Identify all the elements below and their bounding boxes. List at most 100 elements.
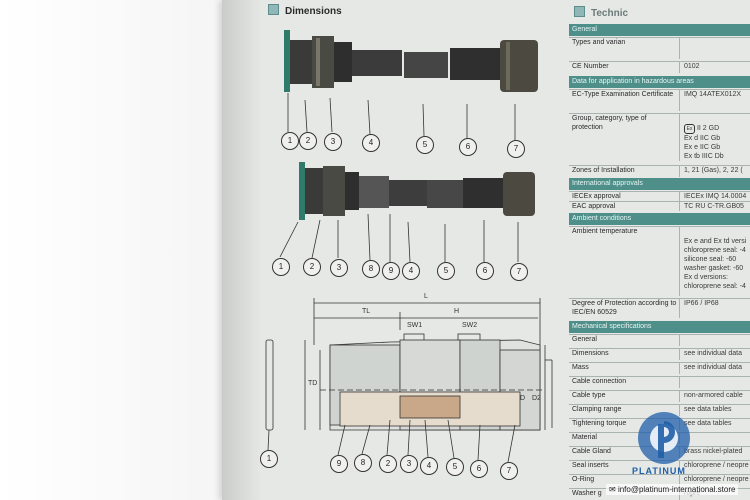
gland-label: Cable Gland [569, 446, 679, 458]
technical-heading: Technic [574, 6, 628, 19]
email-icon: ✉ [609, 485, 616, 494]
group-label: Group, category, type of protection [569, 113, 679, 161]
dim-label-tl: TL [362, 308, 371, 315]
callout-5: 5 [446, 458, 464, 476]
types-label: Types and varian [569, 37, 679, 59]
seal-value: chloroprene / neopre [679, 460, 750, 472]
footer-email[interactable]: ✉ info@platinum-international.store [606, 484, 739, 495]
callout-3: 3 [330, 259, 348, 277]
callout-2: 2 [379, 455, 397, 473]
dim-label-d2: D2 [532, 395, 541, 402]
callout-6: 6 [470, 460, 488, 478]
callout-4: 4 [420, 457, 438, 475]
callout-3: 3 [324, 133, 342, 151]
clamping-value: see data tables [679, 404, 750, 416]
mass-value: see individual data [679, 362, 750, 374]
ex-mark-icon: Ex [684, 124, 695, 134]
dim-label-d: D [520, 395, 526, 402]
cable-gland-photo-2 [299, 162, 535, 220]
callout-4: 4 [362, 134, 380, 152]
technical-section-drawing [265, 298, 553, 431]
protection-label: Degree of Protection according to IEC/EN… [569, 298, 679, 318]
cable-type-label: Cable type [569, 390, 679, 402]
technical-heading-text: Technic [591, 8, 629, 19]
dimensions-label: Dimensions [569, 348, 679, 360]
zones-value: 1, 21 (Gas), 2, 22 ( [679, 165, 750, 177]
callout-1: 1 [281, 132, 299, 150]
callout-8: 8 [354, 454, 372, 472]
dimensions-heading-text: Dimensions [285, 6, 342, 17]
section-hazardous: Data for application in hazardous areas [569, 76, 750, 88]
material-label: Material [569, 432, 679, 444]
dim-label-sw1: SW1 [407, 322, 423, 329]
technical-data-table: General Types and varian CE Number 0102 … [569, 0, 750, 500]
callout-1: 1 [272, 258, 290, 276]
iecex-label: IECEx approval [569, 191, 679, 201]
ce-value: 0102 [679, 61, 750, 73]
ec-value: IMQ 14ATEX012X [679, 89, 750, 111]
dim-label-sw2: SW2 [462, 322, 478, 329]
dimensions-heading: Dimensions [268, 4, 342, 17]
callout-6: 6 [476, 262, 494, 280]
callout-6: 6 [459, 138, 477, 156]
ec-label: EC-Type Examination Certificate [569, 89, 679, 111]
general-sub-value [679, 334, 750, 346]
mass-label: Mass [569, 362, 679, 374]
cable-type-value: non-armored cable [679, 390, 750, 402]
callout-1: 1 [260, 450, 278, 468]
ambient-values: Ex e and Ex td versi chloroprene seal: -… [679, 226, 750, 296]
platinum-logo [638, 412, 690, 464]
callout-5: 5 [437, 262, 455, 280]
ce-label: CE Number [569, 61, 679, 73]
callout-2: 2 [299, 132, 317, 150]
footer-email-text: info@platinum-international.store [617, 485, 736, 494]
section-square-icon [574, 6, 585, 17]
ambient-line: silicone seal: -60 [684, 256, 737, 263]
oring-value: chloroprene / neopre [679, 474, 750, 486]
seal-label: Seal inserts [569, 460, 679, 472]
paper-shadow [222, 0, 262, 500]
general-sub-label: General [569, 334, 679, 346]
callout-5: 5 [416, 136, 434, 154]
zones-label: Zones of Installation [569, 165, 679, 177]
cable-connection-value [679, 376, 750, 388]
brand-text: PLATINUM [632, 466, 686, 476]
oring-label: O-Ring [569, 474, 679, 486]
dimensions-value: see individual data [679, 348, 750, 360]
callout-7: 7 [507, 140, 525, 158]
dim-label-h: H [454, 308, 460, 315]
dim-label-l: L [424, 293, 428, 300]
cable-gland-photo-1 [284, 30, 538, 92]
section-international: International approvals [569, 178, 750, 190]
group-value: Ex tb IIIC Db [684, 153, 724, 160]
ambient-line: chloroprene seal: -4 [684, 247, 746, 254]
iecex-value: IECEx IMQ 14.0004 [679, 191, 750, 201]
callout-3: 3 [400, 455, 418, 473]
eac-label: EAC approval [569, 201, 679, 211]
clamping-label: Clamping range [569, 404, 679, 416]
section-square-icon [268, 4, 279, 15]
protection-value: IP66 / IP68 [679, 298, 750, 318]
callout-7: 7 [500, 462, 518, 480]
section-ambient: Ambient conditions [569, 213, 750, 225]
dim-label-td: TD [308, 380, 318, 387]
ambient-line: Ex e and Ex td versi [684, 238, 747, 245]
cable-connection-label: Cable connection [569, 376, 679, 388]
group-value: Ex d IIC Gb [684, 135, 721, 142]
ambient-line: washer gasket: -60 [684, 265, 744, 272]
callout-2: 2 [303, 258, 321, 276]
callout-7: 7 [510, 263, 528, 281]
section-mechanical: Mechanical specifications [569, 321, 750, 333]
callout-9: 9 [382, 262, 400, 280]
ambient-line: chloroprene seal: -4 [684, 283, 746, 290]
section-general: General [569, 24, 750, 36]
callout-8: 8 [362, 260, 380, 278]
ambient-label: Ambient temperature [569, 226, 679, 296]
ambient-line: Ex d versions: [684, 274, 728, 281]
callout-9: 9 [330, 455, 348, 473]
types-value [679, 37, 750, 59]
callout-4: 4 [402, 262, 420, 280]
group-value: Ex e IIC Gb [684, 144, 721, 151]
